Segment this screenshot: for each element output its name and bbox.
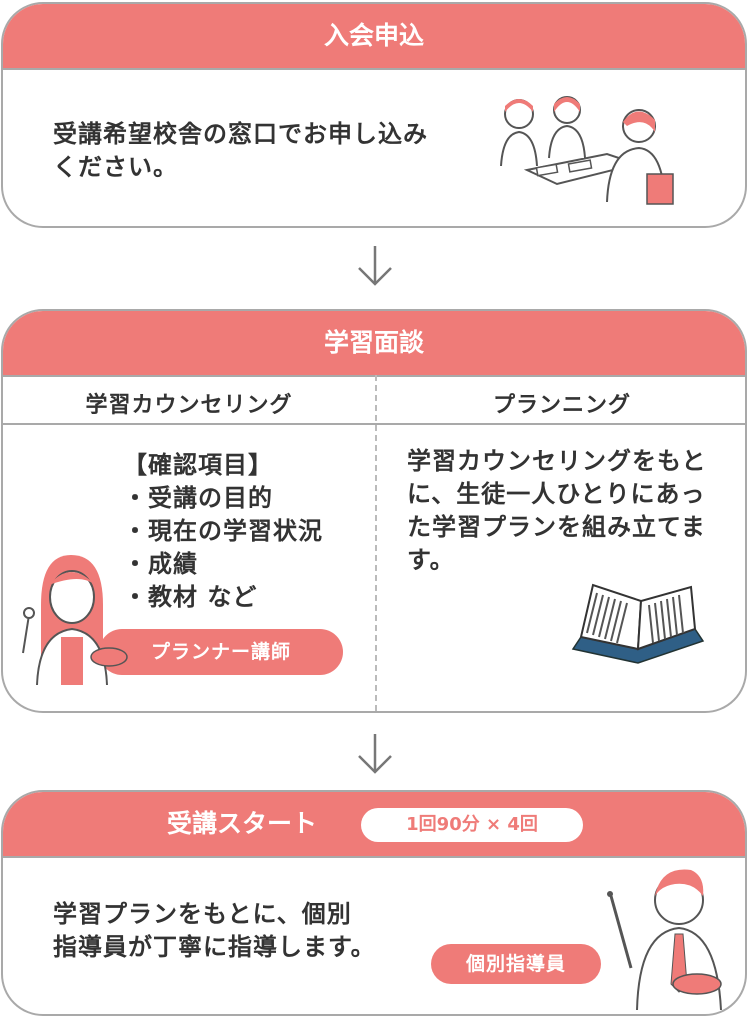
duration-badge: 1回90分 × 4回: [361, 808, 583, 842]
arrow-down-icon: [355, 732, 395, 776]
planner-teacher-illustration: [11, 545, 131, 685]
arrow-down-icon: [355, 244, 395, 288]
list-item: 受講の目的: [123, 482, 323, 515]
step-description: 受講希望校舎の窓口でお申し込み ください。: [53, 118, 428, 184]
check-items: 【確認項目】 受講の目的 現在の学習状況 成績 教材 など: [123, 449, 323, 614]
counseling-heading: 学習カウンセリング: [3, 387, 375, 419]
step-title: 入会申込: [3, 4, 745, 70]
step-card-interview: 学習面談 学習カウンセリング プランニング 【確認項目】 受講の目的 現在の学習…: [1, 309, 747, 713]
step-title: 受講スタート: [167, 792, 317, 856]
role-label-planner: プランナー講師: [99, 629, 343, 675]
open-book-illustration: [563, 579, 713, 675]
step-title: 学習面談: [3, 311, 745, 377]
consultation-desk-illustration: [487, 92, 677, 210]
list-item: 成績: [123, 548, 323, 581]
planning-description: 学習カウンセリングをもと に、生徒一人ひとりにあっ た学習プランを組み立てま す…: [407, 445, 707, 577]
start-description: 学習プランをもとに、個別 指導員が丁寧に指導します。: [53, 898, 376, 964]
role-label-tutor: 個別指導員: [431, 944, 601, 984]
step-card-start: 受講スタート 1回90分 × 4回 学習プランをもとに、個別 指導員が丁寧に指導…: [1, 790, 747, 1016]
column-divider: [375, 375, 377, 711]
planning-heading: プランニング: [377, 387, 747, 419]
step-card-application: 入会申込 受講希望校舎の窓口でお申し込み ください。: [1, 2, 747, 228]
tutor-illustration: [601, 864, 731, 1010]
list-item: 教材 など: [123, 581, 323, 614]
check-items-title: 【確認項目】: [123, 449, 323, 482]
list-item: 現在の学習状況: [123, 515, 323, 548]
